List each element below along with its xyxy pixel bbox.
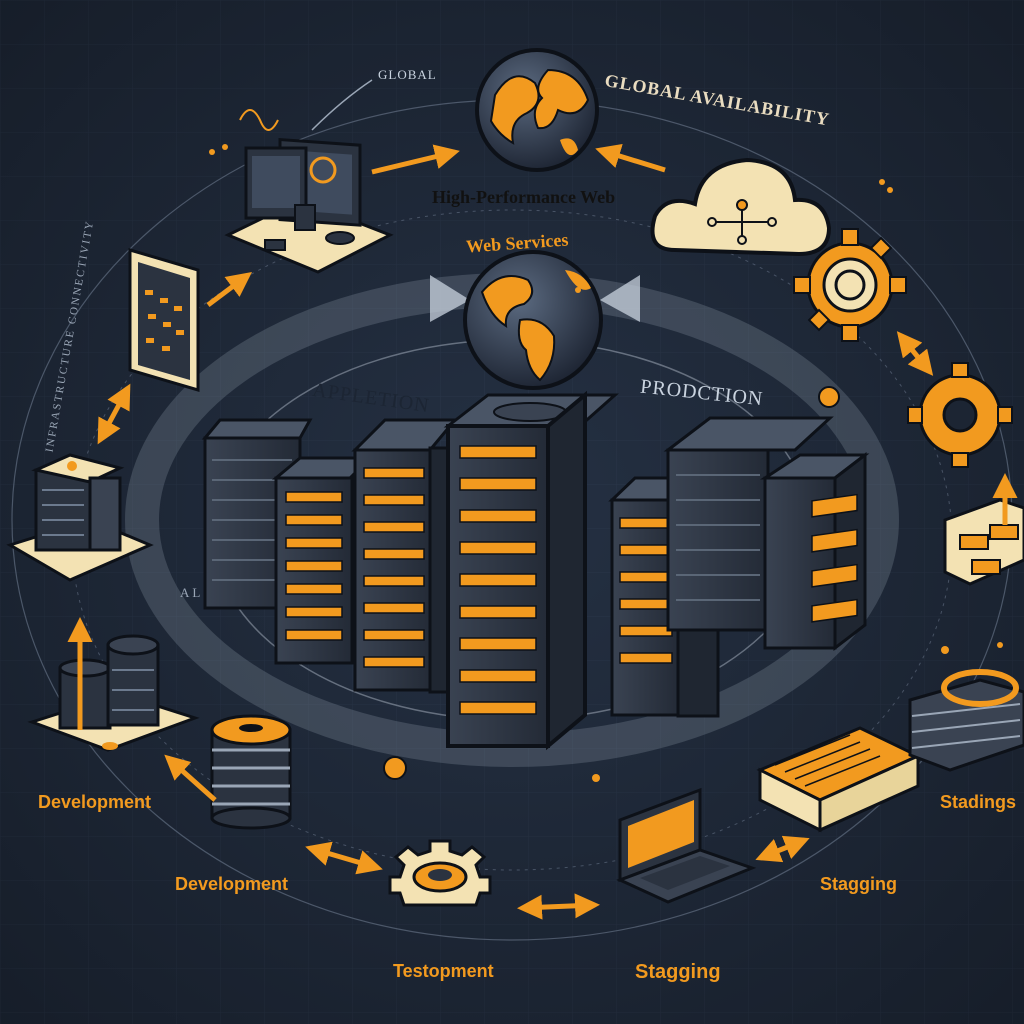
- label-global-small: GLOBAL: [378, 67, 437, 82]
- server-rack-icon: [6, 453, 154, 582]
- server-rack-icon: [351, 418, 459, 694]
- label-axis-al: AL: [180, 585, 204, 600]
- server-rack-icon: [908, 642, 1024, 772]
- monitor-icon: [128, 247, 200, 393]
- server-rack-icon: [443, 390, 619, 751]
- gear-icon: [907, 362, 1013, 468]
- server-racks: [201, 390, 870, 751]
- cloud-icon: [650, 157, 832, 257]
- laptop-icon: [616, 787, 757, 904]
- server-rack-icon: [663, 416, 834, 632]
- label-stagging-1: Stagging: [635, 961, 721, 983]
- arrow-icon: [97, 143, 934, 920]
- server-rack-icon: [271, 456, 374, 665]
- globe-icon: [475, 48, 599, 172]
- document-icon: [756, 726, 922, 833]
- gear-icon: [793, 228, 907, 342]
- database-icon: [27, 617, 200, 752]
- gear-icon: [388, 839, 492, 907]
- ring-arrow-right: [600, 275, 640, 322]
- ring-node-bottom: [383, 756, 407, 780]
- monitor-icon: [224, 137, 394, 274]
- server-rack-icon: [759, 451, 870, 652]
- label-testopment: Testopment: [393, 961, 494, 981]
- label-stagging-2: Stagging: [820, 874, 897, 894]
- database-icon: [210, 714, 292, 830]
- label-high-performance-web: High-Performance Web: [432, 187, 616, 207]
- label-development-2: Development: [175, 874, 289, 894]
- ring-node-right: [818, 386, 840, 408]
- label-stadings: Stadings: [940, 792, 1017, 812]
- server-rack-icon: [943, 473, 1024, 586]
- ring-arrow-left: [430, 275, 470, 322]
- label-development-1: Development: [38, 792, 152, 812]
- globe-icon: [463, 250, 603, 390]
